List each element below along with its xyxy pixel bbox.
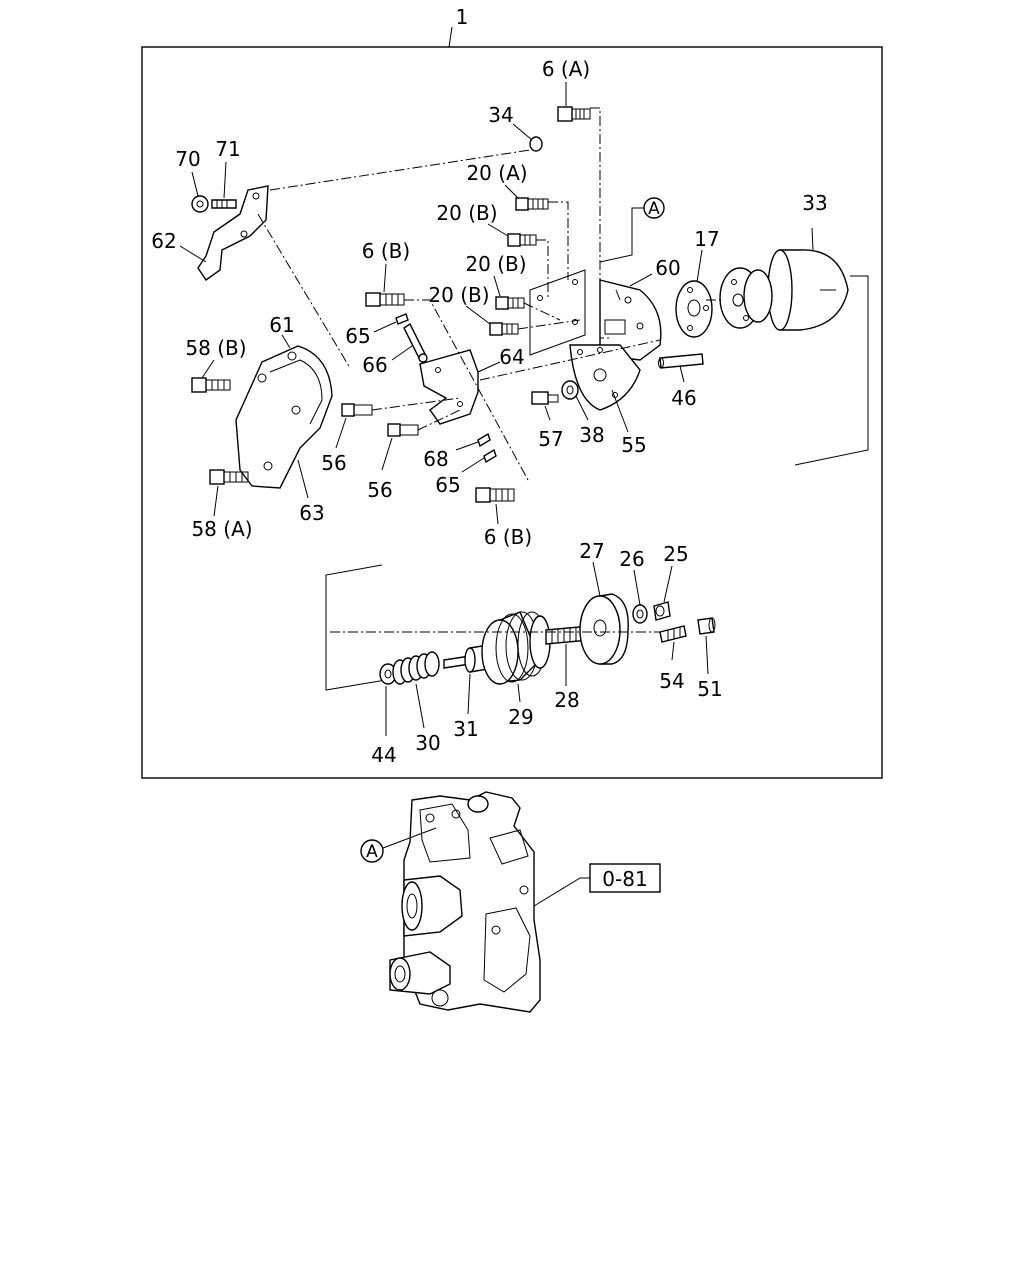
part-25-nut (653, 601, 671, 621)
label-34: 34 (488, 103, 513, 127)
part-66-pin (403, 322, 428, 363)
ref-a-top-leader (599, 207, 644, 263)
label-38: 38 (579, 423, 604, 447)
label-30: 30 (415, 731, 440, 755)
assembly-leader (448, 26, 453, 48)
label-20a: 20 (A) (466, 161, 527, 185)
label-6a: 6 (A) (542, 57, 590, 81)
part-17-plate (675, 280, 713, 338)
label-20b-3: 20 (B) (428, 283, 489, 307)
label-61: 61 (269, 313, 294, 337)
ref-a-top: A (643, 197, 665, 219)
label-25: 25 (663, 542, 688, 566)
label-28: 28 (554, 688, 579, 712)
ref-box-label[interactable]: 0-81 (602, 867, 647, 891)
label-20b-1: 20 (B) (436, 201, 497, 225)
part-57-bolt (531, 391, 559, 405)
label-55: 55 (621, 433, 646, 457)
part-coupling-hub (719, 267, 773, 329)
part-54-fitting (659, 625, 687, 643)
part-68-pin (477, 432, 491, 448)
lower-bracket-line (325, 564, 387, 691)
ref-a-bottom: A (360, 839, 384, 863)
label-44: 44 (371, 743, 396, 767)
label-68: 68 (423, 447, 448, 471)
part-70-nut (191, 195, 209, 213)
part-26-ring (632, 604, 648, 624)
label-20b-2: 20 (B) (465, 252, 526, 276)
label-64: 64 (499, 345, 524, 369)
part-29-grooved-drum (481, 611, 551, 685)
part-34-nut (529, 136, 543, 152)
label-63: 63 (299, 501, 324, 525)
assembly-lines-upper (257, 107, 869, 481)
part-56-bolt-2 (387, 423, 419, 437)
label-17: 17 (694, 227, 719, 251)
part-46-pin (658, 353, 704, 369)
label-31: 31 (453, 717, 478, 741)
assembly-label: 1 (456, 5, 469, 29)
label-6b-top: 6 (B) (362, 239, 410, 263)
label-33: 33 (802, 191, 827, 215)
label-66: 66 (362, 353, 387, 377)
part-62-bracket (197, 185, 269, 281)
label-70: 70 (175, 147, 200, 171)
label-54: 54 (659, 669, 684, 693)
label-58b: 58 (B) (185, 336, 246, 360)
part-65-pin-top (395, 313, 409, 325)
part-mounting-plate (529, 269, 586, 356)
label-65-top: 65 (345, 324, 370, 348)
part-51-cap (697, 617, 716, 635)
assembly-frame (141, 46, 883, 779)
part-38-washer (561, 380, 579, 400)
label-51: 51 (697, 677, 722, 701)
label-6b-bot: 6 (B) (484, 525, 532, 549)
label-27: 27 (579, 539, 604, 563)
part-28-threaded-shaft (545, 625, 591, 645)
part-20a-bolt (515, 197, 549, 211)
part-20b-bolt-2 (495, 296, 525, 310)
part-6b-bolt-top (365, 292, 405, 307)
label-62: 62 (151, 229, 176, 253)
part-60-housing (599, 279, 662, 361)
part-55-flange (569, 344, 641, 411)
part-56-bolt-1 (341, 403, 373, 417)
label-60: 60 (655, 256, 680, 280)
part-65-pin-bot (483, 448, 497, 464)
part-30-spring (392, 651, 440, 685)
ref-a-top-label: A (648, 199, 660, 219)
part-27-disc (579, 593, 629, 665)
part-64-bracket (419, 349, 479, 425)
ref-box-0-81[interactable]: 0-81 (589, 863, 661, 893)
label-56-1: 56 (321, 451, 346, 475)
ref-a-bottom-leader (382, 827, 437, 849)
engine-housing (389, 791, 541, 1013)
label-71: 71 (215, 137, 240, 161)
part-61-cover (235, 345, 333, 489)
part-20b-bolt-3 (489, 322, 519, 336)
label-58a: 58 (A) (191, 517, 252, 541)
part-33-drum (767, 249, 849, 331)
part-71-bolt (211, 199, 237, 209)
label-46: 46 (671, 386, 696, 410)
label-29: 29 (508, 705, 533, 729)
label-65-bot: 65 (435, 473, 460, 497)
ref-box-leader (533, 877, 590, 907)
part-6a-bolt (557, 106, 591, 122)
label-57: 57 (538, 427, 563, 451)
part-20b-bolt-1 (507, 233, 537, 247)
label-56-2: 56 (367, 478, 392, 502)
label-26: 26 (619, 547, 644, 571)
part-6b-bolt-bot (475, 487, 515, 503)
ref-a-bottom-label: A (366, 842, 378, 862)
part-58b-bolt (191, 377, 231, 393)
part-58a-bolt (209, 469, 249, 485)
